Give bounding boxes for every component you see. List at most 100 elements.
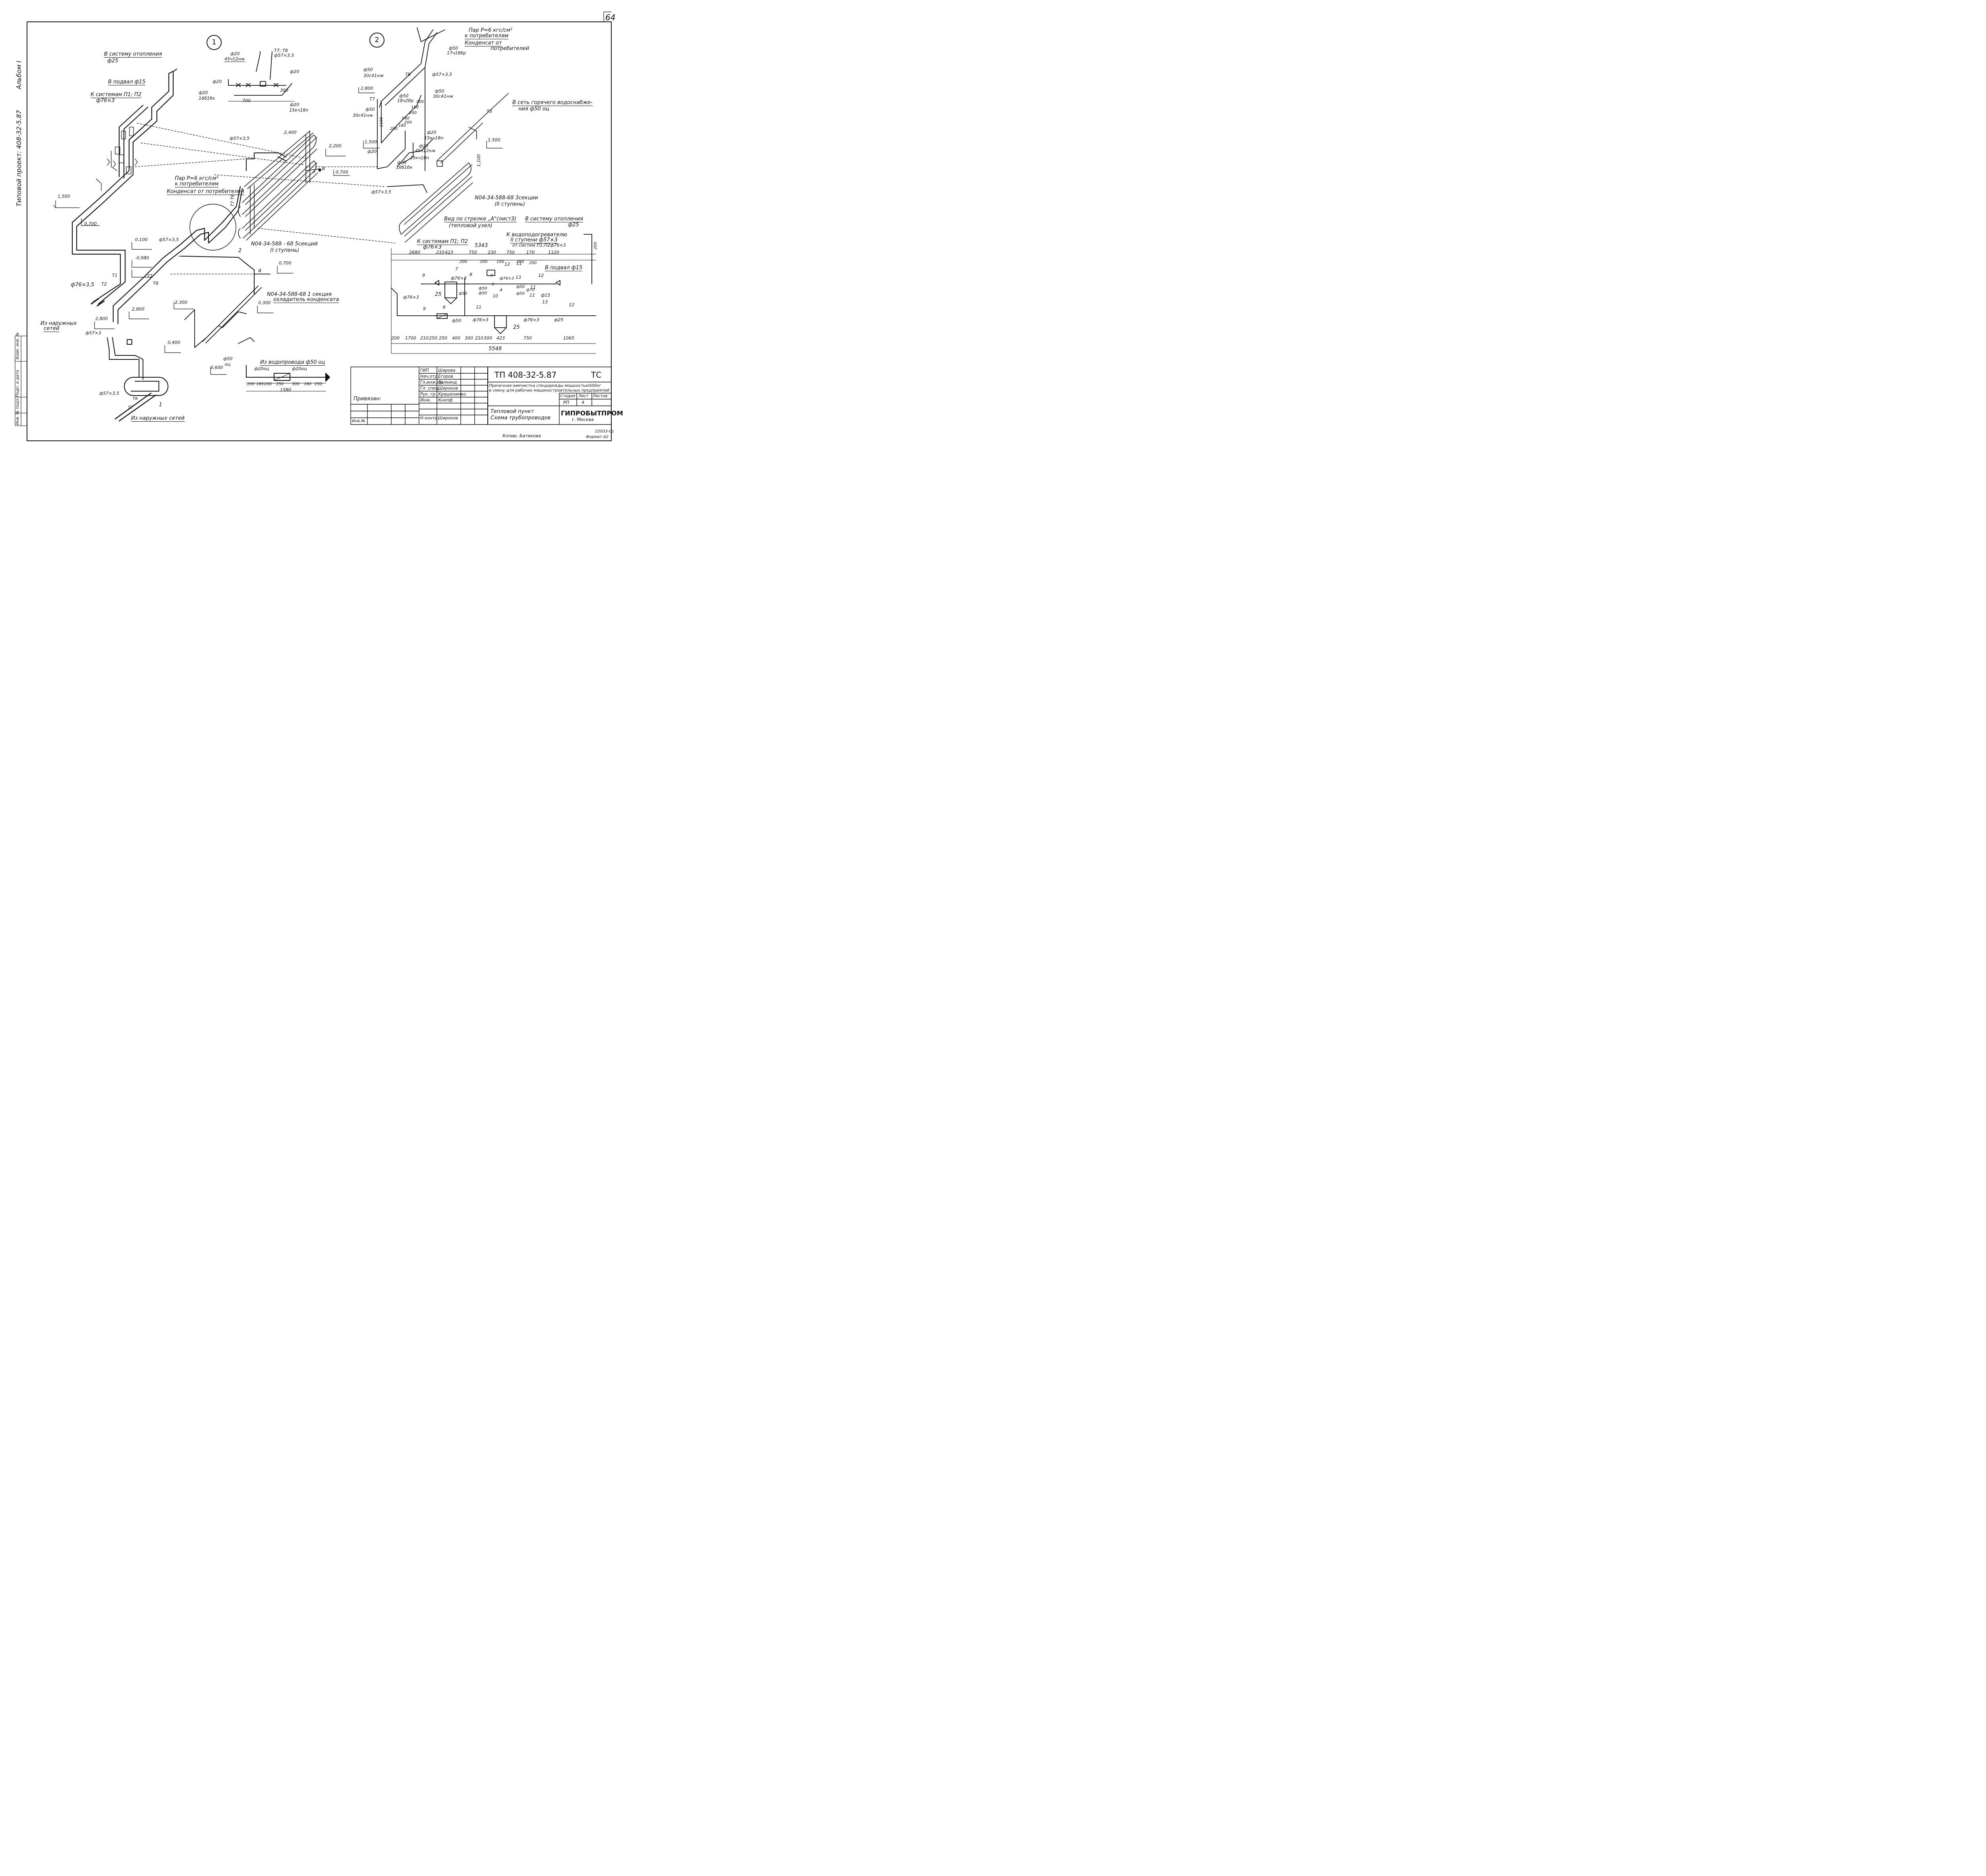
view-label-16: 5: [492, 282, 495, 287]
node2-d20e-type: 16б1бк: [396, 165, 413, 170]
node2-vc-d: ф50: [399, 93, 409, 98]
stamp-name-2: Залкинд: [438, 380, 457, 385]
node2-heater2: (II ступень): [495, 201, 525, 207]
dim-lines: [228, 101, 326, 392]
drawing-frame: [27, 21, 612, 441]
level-0400: 0,400: [168, 340, 180, 345]
view-dim-small-0: 200: [460, 260, 468, 264]
node2-dim-s0: 200: [390, 127, 398, 131]
stamp-role-5: Инж.: [420, 398, 431, 403]
view-dim-bottom-4: 250: [439, 336, 447, 341]
view-dim-bottom-1: 1700: [405, 336, 416, 341]
stamp-inventory: Инв.№: [352, 419, 365, 423]
main-t2: Т2: [101, 282, 107, 287]
view-d25: ф25: [554, 317, 564, 322]
view-label-13: 13: [542, 299, 548, 305]
level-0300: 0,300: [258, 300, 271, 305]
node2-dim-s2: 200: [404, 120, 412, 125]
view-label-9: 11: [476, 305, 481, 310]
stamp-sheets-header: Листов: [593, 394, 608, 398]
stamp-sheet-header: Лист: [578, 394, 589, 398]
node1-valve5-d: ф20: [290, 102, 299, 107]
detail-circle: [189, 204, 236, 251]
view-a-heating-d: ф25: [568, 222, 579, 228]
stamp-role-4: Рук. гр.: [420, 392, 437, 397]
view-a-total-top: 5343: [475, 243, 488, 249]
view-a-heating: В систему отопления: [525, 216, 583, 222]
node1-valve4-type: 16б1бк: [199, 96, 215, 101]
view-dim-bottom-8: 300: [484, 336, 492, 341]
main-t7t8: Т7 Т8: [230, 194, 235, 207]
view-d15: ф15: [541, 293, 551, 298]
node2-d20c-type: 45ч12нж: [415, 148, 436, 153]
cooler-label: N04-34-588-68 1 секция: [267, 291, 332, 297]
side-stamp: [15, 336, 27, 426]
project-label: Типовой проект: 408-32-5.87: [15, 110, 23, 207]
node2-vtop-d: ф50: [449, 46, 458, 51]
cooler-label2: охладитель конденсата: [273, 297, 339, 303]
stamp-name-4: Крашенинко: [438, 392, 466, 397]
view-a-systems-d: ф76×3: [423, 244, 442, 250]
node1-valve4-d: ф20: [199, 90, 208, 95]
node2-d20c: ф20: [419, 143, 429, 149]
level-2800b: 2,800: [95, 316, 108, 321]
view-a-from-sys: от систем П1;П2ф76×3: [512, 243, 566, 248]
level-marks: [53, 87, 503, 375]
node1-scheme: [228, 51, 292, 96]
node2-va-d: ф50: [363, 67, 373, 72]
node1-marker: 1: [207, 35, 222, 50]
view-dim-small-4: 200: [529, 261, 537, 265]
view-dim-200: 200: [593, 241, 598, 249]
mark-a: а: [322, 166, 325, 172]
view-a-subtitle: (тепловой узел): [449, 223, 493, 229]
main-heating-d: ф25: [107, 58, 118, 64]
node2-d20b-type: 15кч18п: [424, 135, 444, 141]
node2-vd-type: 30с41нж: [353, 113, 373, 118]
mark-1: 1: [159, 402, 162, 408]
node1-dim1: 700: [242, 98, 251, 103]
water-dim-1: 180: [256, 382, 264, 386]
drawing-sheet: 64 Типовой проект: 408-32-5.87 Альбом I …: [0, 0, 623, 449]
side-stamp-replace: Взам. инв. №: [15, 332, 20, 359]
view-dim-top-0: 2680: [409, 250, 420, 255]
view-dim-top-6: 170: [526, 250, 535, 255]
heater-stage1: [238, 131, 321, 241]
view-a-systems: К системам П1; П2: [417, 239, 468, 245]
node2-dim-s4: 1100: [379, 117, 384, 127]
node2-condensate2: потребителей: [491, 46, 529, 52]
level-2200: 2,200: [329, 143, 342, 149]
view-dim-top-3: 750: [469, 250, 477, 255]
node2-va-type: 30с41нж: [363, 73, 384, 78]
node2-level2: 1,500: [365, 139, 377, 145]
stamp-organization: ГИПРОБЫТПРОМ: [561, 409, 623, 417]
node2-d57b: ф57×3,5: [371, 189, 392, 195]
main-d50-oc: оц: [225, 362, 231, 367]
view-d50f: ф50: [516, 285, 525, 289]
main-d76: ф76×3,5: [71, 282, 95, 288]
view-d50b: ф50: [479, 291, 487, 295]
main-from-nets-b: Из наружных сетей: [131, 415, 185, 422]
side-stamp-sign: Подп. и дата: [15, 370, 20, 397]
main-d57-b: ф57×3,5: [159, 237, 179, 242]
stamp-role-2: Гл.инж.пр.: [420, 380, 444, 385]
stamp-role-7: Н.контр.: [420, 416, 439, 421]
main-from-nets: Из наружных: [41, 320, 77, 326]
main-basement: В подвал ф15: [108, 79, 146, 85]
view-label-8: 6: [443, 305, 446, 310]
main-steam2: к потребителям: [175, 181, 219, 187]
node2-vc-type: 18ч2бр: [397, 98, 414, 103]
main-t8: Т8: [153, 281, 158, 286]
water-dim-6: 250: [315, 382, 323, 386]
view-dim-bottom-3: 250: [429, 336, 437, 341]
view-a-heater2: II ступени ф57×3: [510, 237, 558, 243]
view-d76b: ф76×3: [403, 295, 419, 300]
view-dim-small-2: 100: [496, 260, 504, 264]
stamp-binding: Привязан:: [354, 396, 381, 402]
view-label-11: 13: [516, 275, 521, 280]
node2-vd-d: ф50: [365, 107, 375, 112]
view-p-mark: Р: [491, 274, 493, 278]
view-a-heater: К водоподогревателю: [506, 232, 567, 238]
node1-valve3-d: ф20: [213, 79, 222, 84]
main-from-nets2: сетей: [44, 326, 60, 332]
view-dim-small-1: 200: [480, 260, 488, 264]
